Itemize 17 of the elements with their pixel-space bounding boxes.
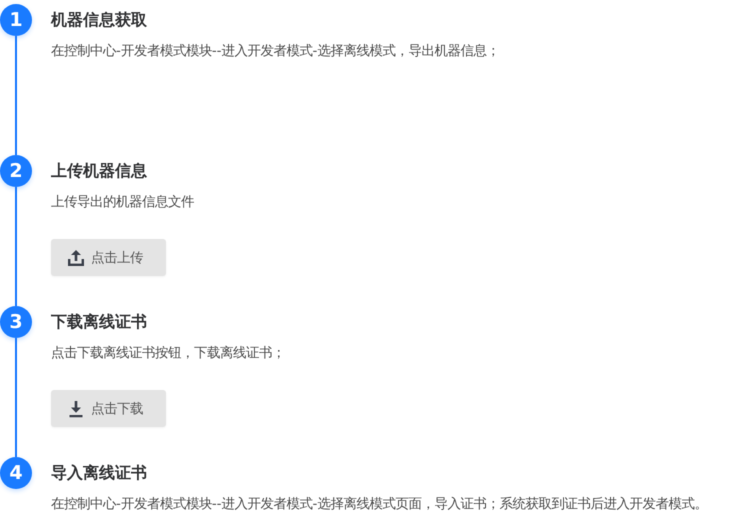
step-title: 导入离线证书 bbox=[51, 462, 147, 484]
step-description: 点击下载离线证书按钮，下载离线证书； bbox=[51, 344, 285, 363]
step-title: 机器信息获取 bbox=[51, 9, 147, 31]
connector-line bbox=[15, 36, 17, 155]
step-number-circle: 1 bbox=[0, 4, 32, 36]
step-description: 在控制中心-开发者模式模块--进入开发者模式-选择离线模式，导出机器信息； bbox=[51, 42, 500, 61]
step-description: 在控制中心-开发者模式模块--进入开发者模式-选择离线模式页面，导入证书；系统获取到证书后进入开发者模式。 bbox=[51, 496, 708, 514]
step-description: 上传导出的机器信息文件 bbox=[51, 194, 194, 212]
step-number-circle: 2 bbox=[0, 155, 32, 187]
download-button: 点击下载 bbox=[51, 390, 166, 427]
step-number-circle: 3 bbox=[0, 306, 32, 338]
step-title: 上传机器信息 bbox=[51, 160, 147, 182]
connector-line bbox=[15, 187, 17, 306]
step-title: 下载离线证书 bbox=[51, 311, 147, 333]
upload-button: 点击上传 bbox=[51, 239, 166, 276]
step-number-circle: 4 bbox=[0, 457, 32, 489]
connector-line bbox=[15, 338, 17, 457]
